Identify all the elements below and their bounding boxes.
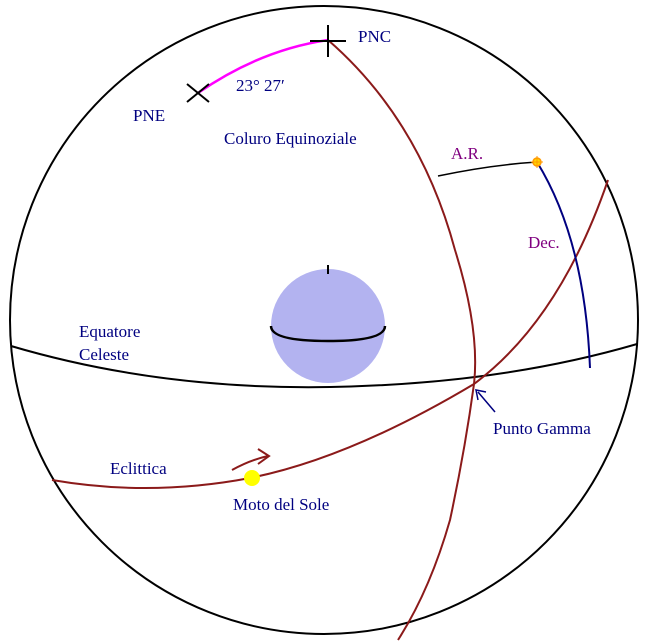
star-icon bbox=[531, 156, 543, 168]
right-ascension-label: A.R. bbox=[451, 144, 483, 163]
declination-arc bbox=[536, 161, 591, 369]
declination-label: Dec. bbox=[528, 233, 560, 252]
obliquity-arc bbox=[197, 38, 329, 95]
celestial-sphere-outline bbox=[9, 5, 639, 635]
pnc-marker bbox=[310, 25, 346, 57]
sun-icon bbox=[244, 470, 260, 486]
ecliptic-label: Eclittica bbox=[110, 459, 167, 478]
obliquity-label: 23° 27′ bbox=[236, 76, 285, 95]
celestial-equator-label-line2: Celeste bbox=[79, 345, 129, 364]
gamma-point-arrow-icon bbox=[475, 389, 496, 413]
equinoctial-colure bbox=[327, 39, 477, 641]
celestial-equator bbox=[10, 343, 638, 389]
right-ascension-arc bbox=[437, 161, 538, 177]
sun-motion-arrow-icon bbox=[231, 448, 271, 471]
pne-label: PNE bbox=[133, 106, 165, 125]
earth-icon bbox=[269, 265, 387, 383]
pnc-label: PNC bbox=[358, 27, 391, 46]
ecliptic bbox=[51, 179, 609, 490]
pne-marker bbox=[186, 83, 210, 103]
equinoctial-colure-label: Coluro Equinoziale bbox=[224, 129, 357, 148]
sun-motion-label: Moto del Sole bbox=[233, 495, 329, 514]
celestial-equator-label-line1: Equatore bbox=[79, 322, 140, 341]
gamma-point-label: Punto Gamma bbox=[493, 419, 591, 438]
